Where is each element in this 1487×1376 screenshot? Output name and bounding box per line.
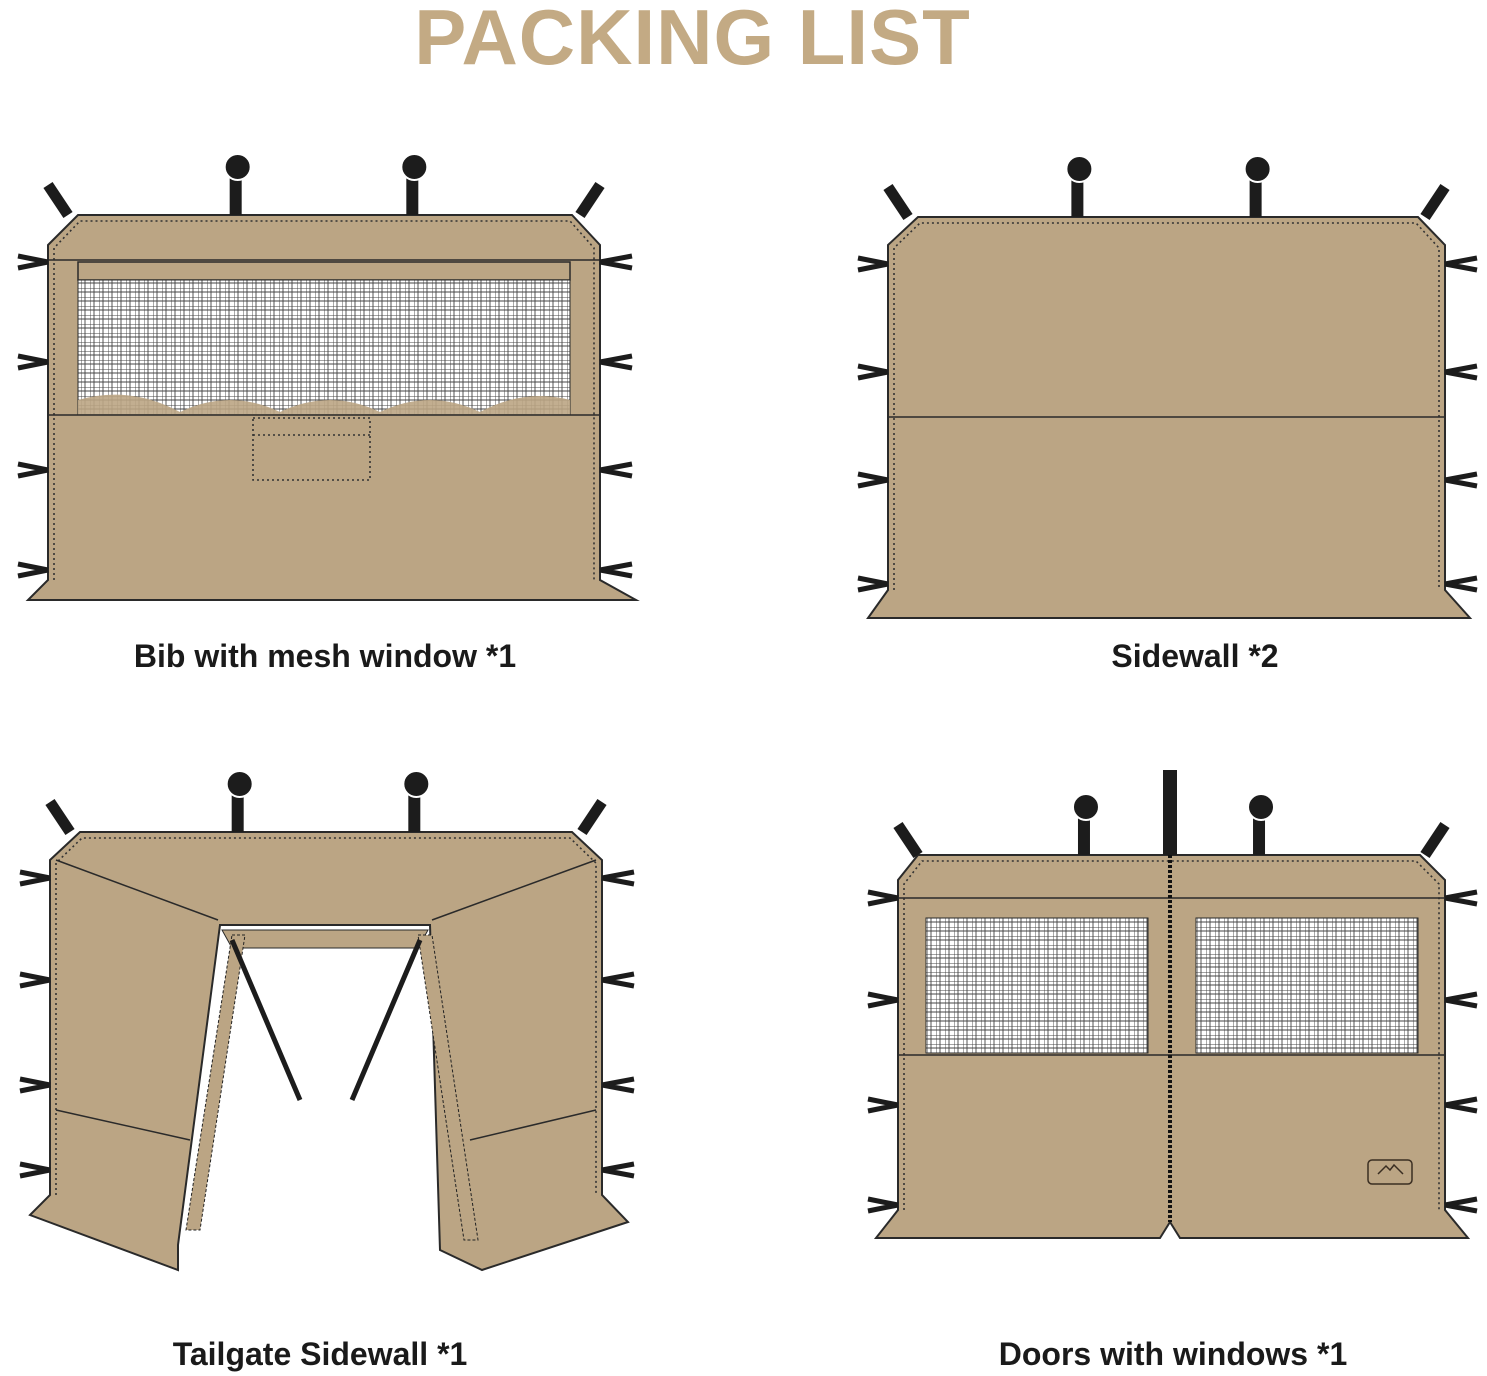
side-strap: [599, 253, 633, 271]
hook-icon: [1071, 793, 1100, 821]
corner-strap: [1420, 821, 1450, 859]
item-label-sidewall: Sidewall *2: [1111, 638, 1279, 674]
strap: [1071, 179, 1084, 217]
side-strap: [1444, 1096, 1478, 1114]
strap: [231, 794, 244, 832]
corner-strap: [1420, 183, 1450, 221]
side-strap: [857, 471, 889, 489]
side-strap: [867, 991, 899, 1009]
side-strap: [1444, 889, 1478, 907]
hook-icon: [225, 770, 254, 798]
side-strap: [1444, 1196, 1478, 1214]
bib-with-mesh-window-illustration: [25, 214, 640, 601]
side-strap: [19, 869, 51, 887]
side-strap: [857, 575, 889, 593]
side-strap: [1444, 255, 1478, 273]
side-strap: [867, 889, 899, 907]
hook-icon: [1065, 155, 1094, 183]
side-strap: [599, 461, 633, 479]
strap: [1249, 179, 1262, 217]
hook-icon: [402, 770, 431, 798]
side-strap: [867, 1196, 899, 1214]
sidewall-illustration: [866, 216, 1473, 619]
side-strap: [601, 1076, 635, 1094]
corner-strap: [893, 821, 923, 859]
kampkeeper-logo: [1367, 1159, 1413, 1185]
straps-and-hooks: [17, 153, 1478, 1214]
side-strap: [17, 461, 49, 479]
corner-strap: [43, 181, 73, 219]
side-strap: [17, 353, 49, 371]
side-strap: [17, 561, 49, 579]
side-strap: [857, 255, 889, 273]
side-strap: [867, 1096, 899, 1114]
hook-icon: [223, 153, 252, 181]
item-label-tailgate: Tailgate Sidewall *1: [172, 1336, 468, 1372]
side-strap: [1444, 363, 1478, 381]
strap: [229, 177, 242, 215]
side-strap: [599, 561, 633, 579]
strap: [1077, 817, 1090, 855]
doors-with-windows-illustration: [873, 770, 1471, 1239]
side-strap: [19, 971, 51, 989]
tailgate-sidewall-illustration: [28, 831, 630, 1272]
corner-strap: [577, 798, 607, 836]
side-strap: [19, 1161, 51, 1179]
side-strap: [601, 971, 635, 989]
strap: [408, 794, 421, 832]
item-label-doors: Doors with windows *1: [998, 1336, 1348, 1372]
strap: [1253, 817, 1266, 855]
corner-strap: [45, 798, 75, 836]
corner-strap: [883, 183, 913, 221]
side-strap: [19, 1076, 51, 1094]
side-strap: [601, 1161, 635, 1179]
side-strap: [1444, 575, 1478, 593]
side-strap: [601, 869, 635, 887]
side-strap: [857, 363, 889, 381]
strap: [406, 177, 419, 215]
hook-icon: [1243, 155, 1272, 183]
hook-icon: [400, 153, 429, 181]
item-label-bib: Bib with mesh window *1: [133, 638, 517, 674]
hook-icon: [1247, 793, 1276, 821]
side-strap: [1444, 991, 1478, 1009]
side-strap: [17, 253, 49, 271]
corner-strap: [575, 181, 605, 219]
side-strap: [599, 353, 633, 371]
side-strap: [1444, 471, 1478, 489]
page-title: PACKING LIST: [414, 0, 971, 81]
